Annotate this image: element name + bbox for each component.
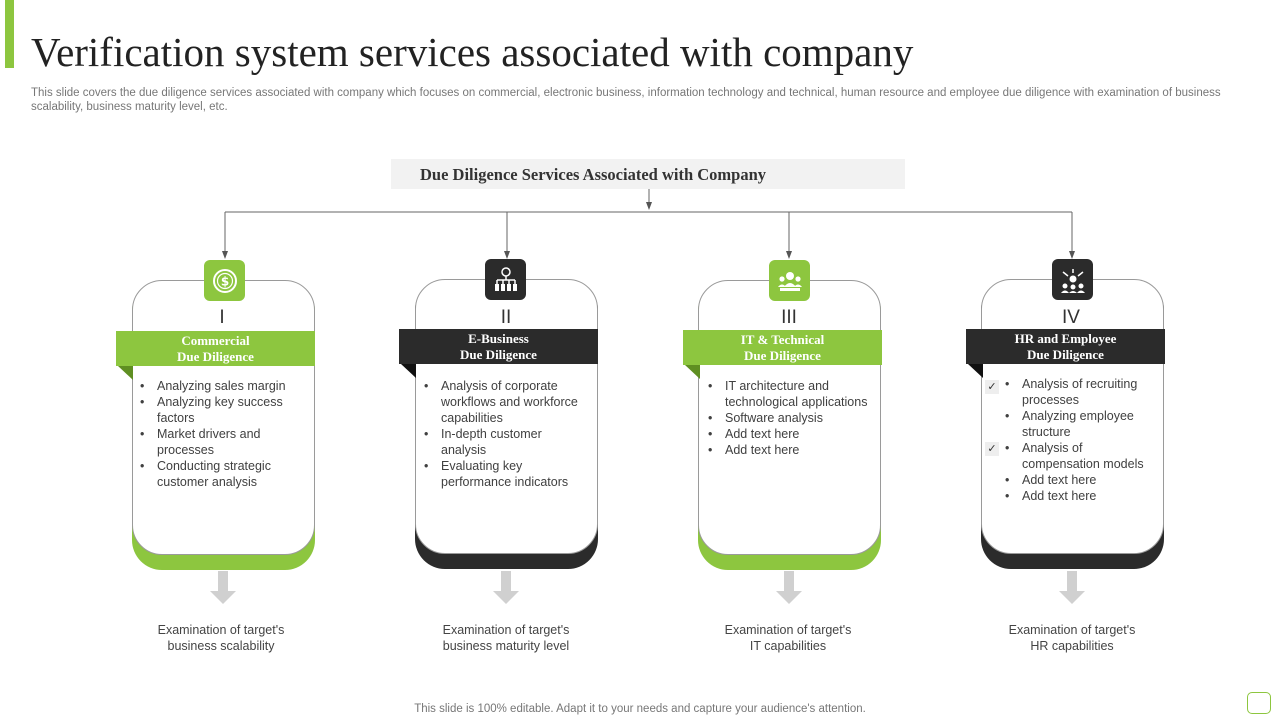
bullet-item: Add text here: [1003, 472, 1163, 488]
checkmark-icon: ✓: [985, 380, 999, 394]
column-caption: Examination of target's business scalabi…: [121, 622, 321, 654]
bullet-item: Analyzing sales margin: [138, 378, 298, 394]
caption-line1: Examination of target's: [157, 623, 285, 637]
people-hub-icon: [1052, 259, 1093, 300]
column-title-band: HR and Employee Due Diligence: [966, 329, 1165, 364]
bullet-list-ebusiness: Analysis of corporate workflows and work…: [422, 378, 582, 490]
caption-line2: IT capabilities: [749, 639, 827, 653]
down-arrow-icon: [493, 571, 519, 604]
bullet-item: In-depth customer analysis: [422, 426, 582, 458]
column-title-line1: Commercial: [181, 332, 250, 348]
organization-chart-icon: [485, 259, 526, 300]
caption-line1: Examination of target's: [1008, 623, 1136, 637]
column-title-line1: E-Business: [468, 330, 529, 346]
bullet-item: Analysis of compensation models: [1003, 440, 1163, 472]
bullet-list-it: IT architecture and technological applic…: [706, 378, 878, 458]
caption-line2: business maturity level: [442, 639, 570, 653]
band-fold: [401, 364, 416, 378]
column-title-line2: Due Diligence: [460, 346, 537, 362]
team-network-icon: [769, 260, 810, 301]
bullet-item: Add text here: [706, 426, 878, 442]
slide-subtitle: This slide covers the due diligence serv…: [31, 87, 1221, 113]
column-numeral: I: [219, 307, 225, 328]
bullet-item: Software analysis: [706, 410, 878, 426]
title-accent-bar: [5, 0, 14, 68]
caption-line2: business scalability: [167, 639, 275, 653]
column-title-line1: IT & Technical: [740, 331, 825, 347]
bullet-item: Evaluating key performance indicators: [422, 458, 582, 490]
diagram-header: Due Diligence Services Associated with C…: [391, 159, 905, 189]
bullet-item: IT architecture and technological applic…: [706, 378, 878, 410]
band-fold: [685, 365, 700, 379]
column-title-band: Commercial Due Diligence: [116, 331, 315, 366]
caption-line2: HR capabilities: [1030, 639, 1114, 653]
bullet-item: Market drivers and processes: [138, 426, 298, 458]
down-arrow-icon: [1059, 571, 1085, 604]
bullet-item: Analyzing key success factors: [138, 394, 298, 426]
band-fold: [968, 364, 983, 378]
bullet-item: Add text here: [706, 442, 878, 458]
down-arrow-icon: [776, 571, 802, 604]
slide-title: Verification system services associated …: [31, 29, 914, 75]
column-title-line1: HR and Employee: [1014, 330, 1117, 346]
bullet-item: Analyzing employee structure: [1003, 408, 1163, 440]
column-numeral: II: [500, 307, 512, 328]
caption-line1: Examination of target's: [442, 623, 570, 637]
column-caption: Examination of target's HR capabilities: [972, 622, 1172, 654]
column-numeral: IV: [1062, 307, 1080, 328]
column-title-band: IT & Technical Due Diligence: [683, 330, 882, 365]
corner-frame-icon: [1247, 692, 1271, 714]
bullet-list-hr: Analysis of recruiting processes Analyzi…: [1003, 376, 1163, 504]
bullet-item: Add text here: [1003, 488, 1163, 504]
caption-line1: Examination of target's: [724, 623, 852, 637]
column-title-line2: Due Diligence: [1027, 346, 1104, 362]
column-caption: Examination of target's IT capabilities: [688, 622, 888, 654]
bullet-item: Analysis of corporate workflows and work…: [422, 378, 582, 426]
checkmark-icon: ✓: [985, 442, 999, 456]
bullet-list-commercial: Analyzing sales margin Analyzing key suc…: [138, 378, 298, 490]
bullet-item: Analysis of recruiting processes: [1003, 376, 1163, 408]
down-arrow-icon: [210, 571, 236, 604]
column-title-line2: Due Diligence: [177, 348, 254, 364]
slide-footer: This slide is 100% editable. Adapt it to…: [414, 703, 866, 715]
column-numeral: III: [781, 307, 797, 328]
dollar-coin-icon: $: [204, 260, 245, 301]
svg-text:$: $: [220, 274, 228, 288]
column-title-band: E-Business Due Diligence: [399, 329, 598, 364]
bullet-item: Conducting strategic customer analysis: [138, 458, 298, 490]
column-title-line2: Due Diligence: [744, 347, 821, 363]
column-caption: Examination of target's business maturit…: [406, 622, 606, 654]
band-fold: [118, 366, 133, 380]
